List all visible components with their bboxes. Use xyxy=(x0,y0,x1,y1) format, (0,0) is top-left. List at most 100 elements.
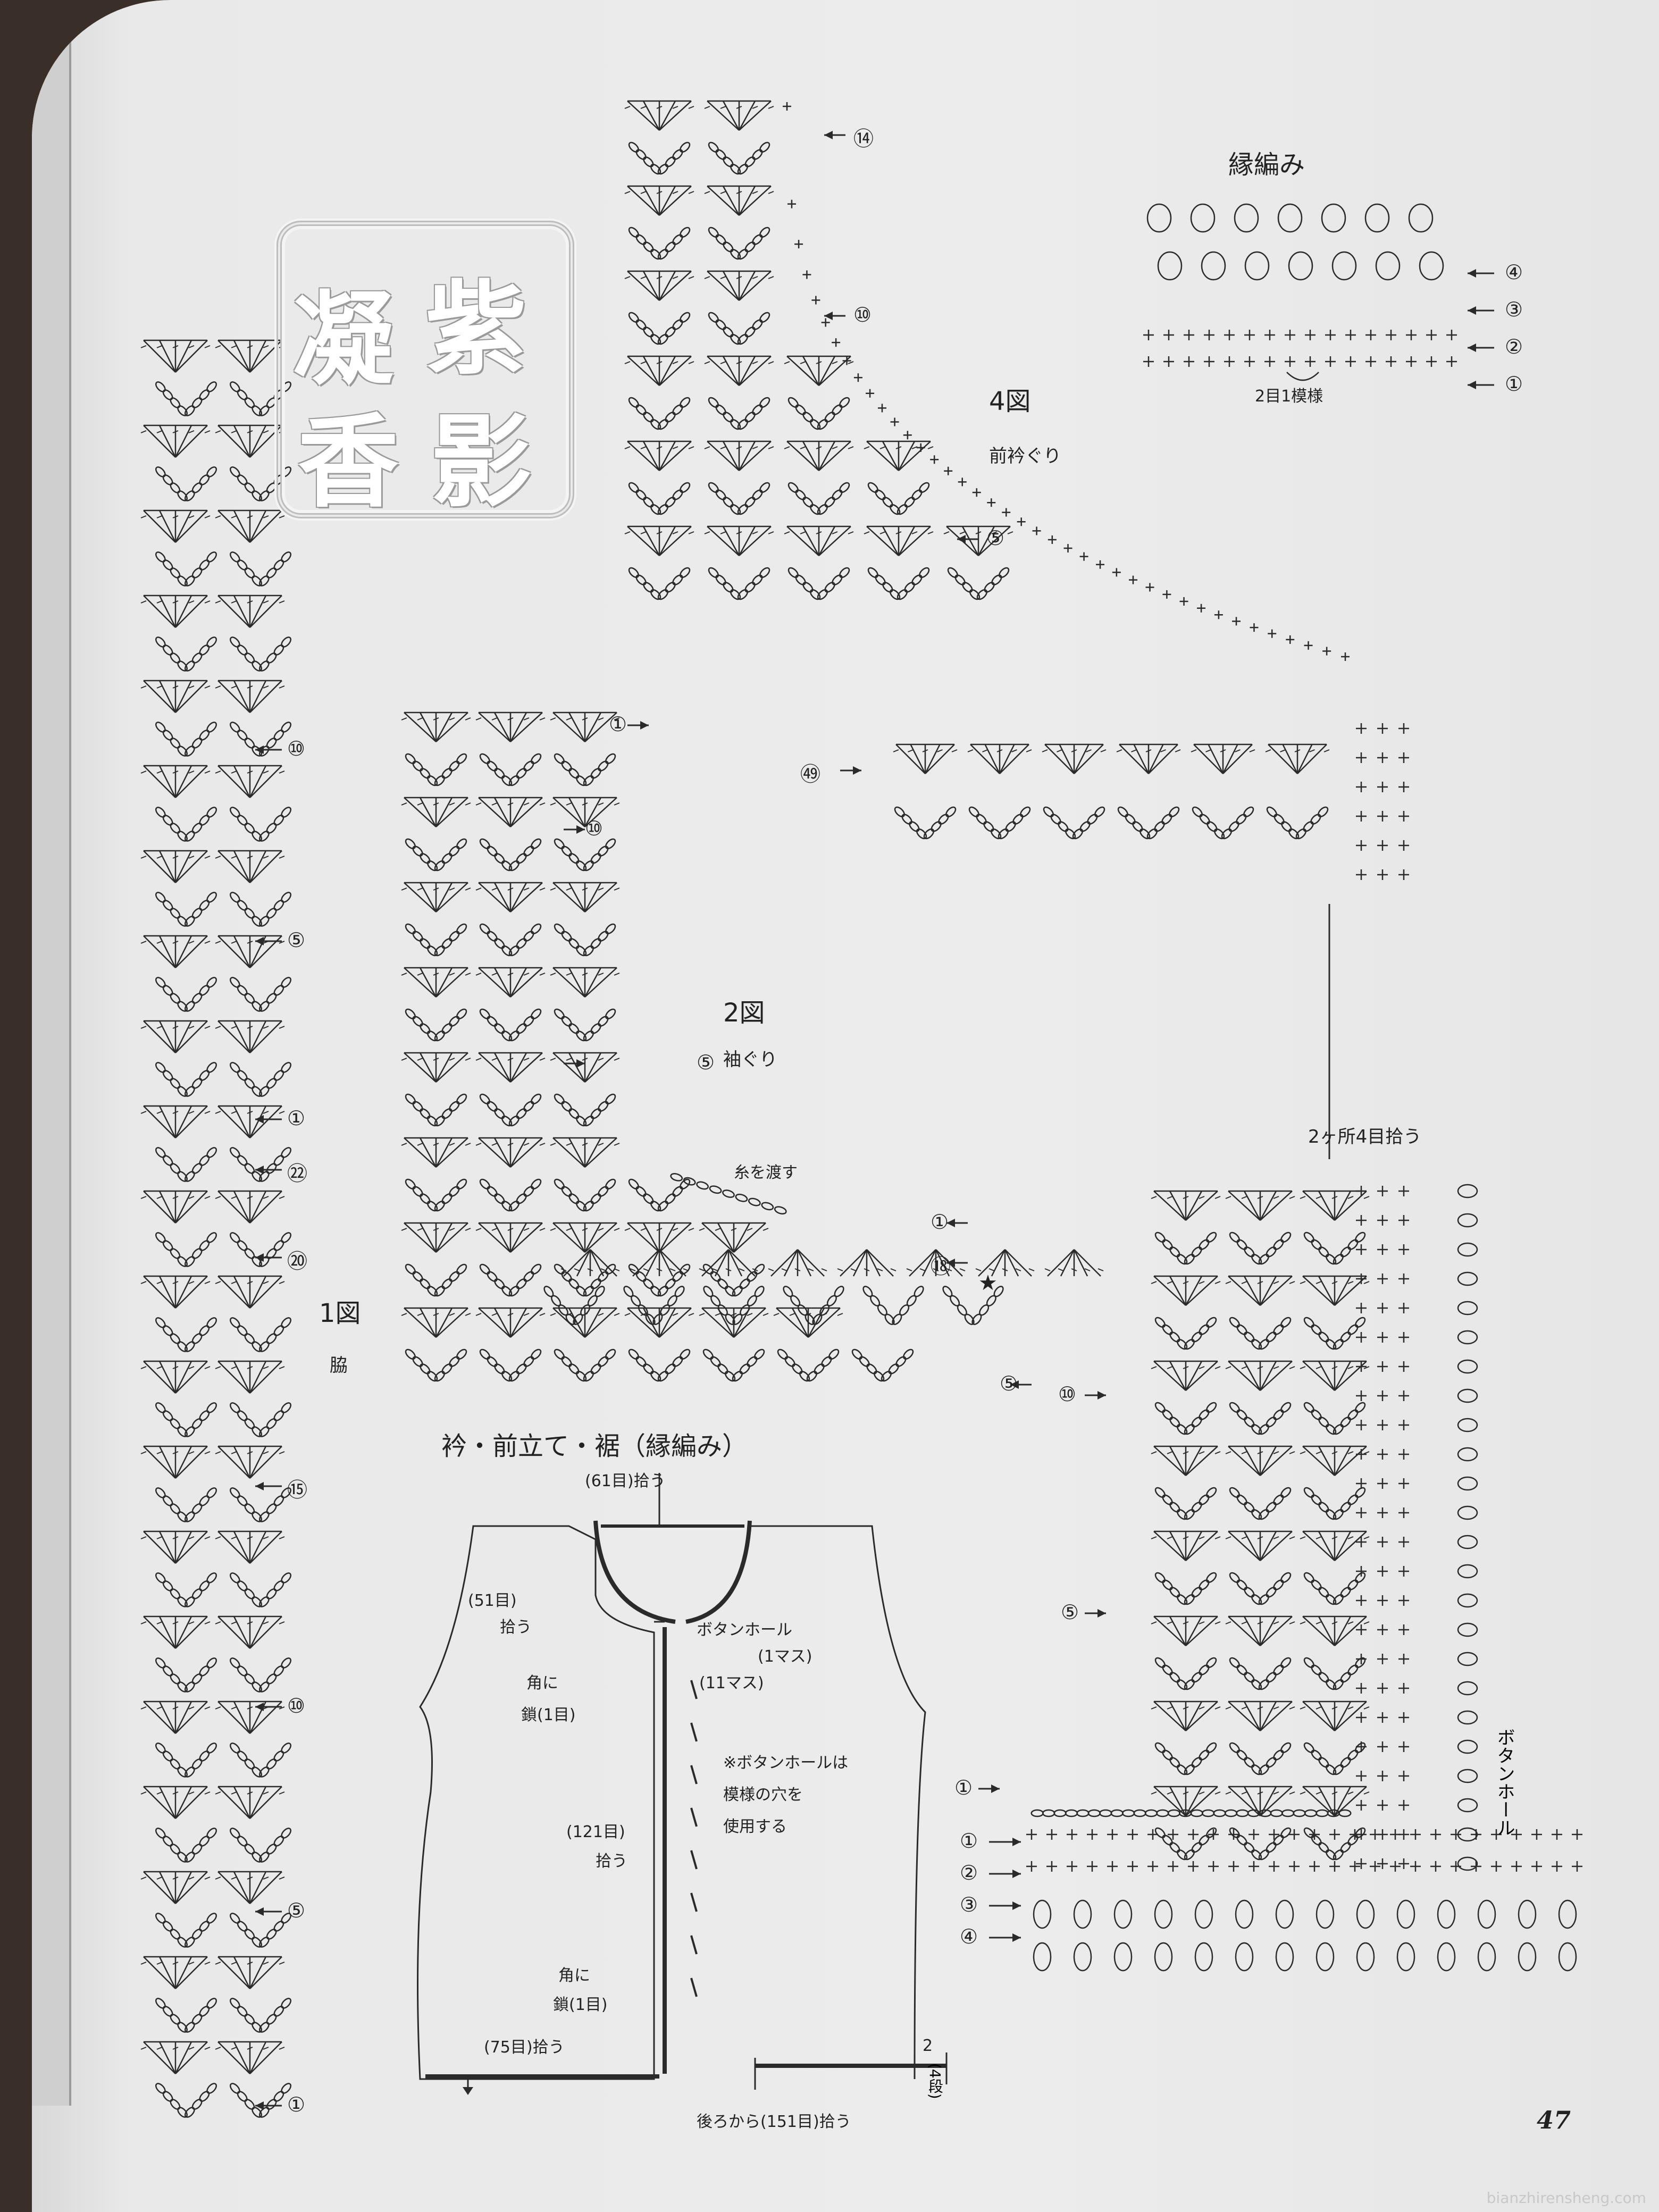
chain-stitch xyxy=(191,652,203,664)
chain-stitch xyxy=(923,828,934,840)
site-watermark: bianzhirensheng.com xyxy=(1486,2189,1646,2207)
dc-stitch xyxy=(645,1249,660,1277)
chain-stitch xyxy=(1099,1809,1112,1817)
chain-stitch xyxy=(993,1286,1004,1297)
dc-stitch xyxy=(217,1871,250,1904)
chain-stitch xyxy=(754,1263,765,1275)
chain-stitch xyxy=(184,1851,195,1863)
chain-stitch xyxy=(237,1155,248,1166)
chain-stitch xyxy=(722,1189,735,1198)
dc-bar xyxy=(263,1111,269,1114)
dc-stitch xyxy=(143,510,176,543)
chain-stitch xyxy=(237,1070,248,1081)
dc-bar xyxy=(699,1268,705,1271)
chain-stitch xyxy=(199,815,210,826)
dc-bar xyxy=(215,770,221,774)
dc-bar xyxy=(156,1876,163,1880)
chain-stitch xyxy=(1206,1317,1217,1328)
arrow-head xyxy=(255,1703,264,1711)
dc-bar xyxy=(1214,1366,1221,1369)
dc-bar xyxy=(1151,1451,1157,1454)
dc-stitch xyxy=(658,271,676,301)
dc-stitch xyxy=(249,2041,267,2074)
front-panel-outline xyxy=(417,1525,655,2080)
dc-bar xyxy=(1214,1451,1221,1454)
dc-bar xyxy=(1151,1281,1157,1284)
dc-bar xyxy=(417,973,423,976)
dc-stitch xyxy=(249,1871,282,1904)
chain-stitch xyxy=(635,574,647,585)
chain-stitch xyxy=(814,1363,825,1375)
dc-stitch xyxy=(739,441,772,471)
dc-bar xyxy=(574,1268,580,1271)
chain-stitch xyxy=(710,1356,721,1367)
chain-stitch xyxy=(494,1363,505,1375)
chain-stitch xyxy=(1020,806,1031,817)
dc-stitch xyxy=(1228,1701,1261,1731)
dc-bar xyxy=(231,770,237,774)
dc-bar xyxy=(172,1196,179,1199)
dc-bar xyxy=(624,361,631,364)
chain-stitch xyxy=(441,1193,453,1204)
dc-stitch xyxy=(510,1308,543,1338)
dc-stitch xyxy=(249,1446,267,1479)
dc-bar xyxy=(465,1058,471,1061)
dc-bar xyxy=(263,685,269,689)
dc-bar xyxy=(895,446,902,449)
chain-stitch xyxy=(244,2099,255,2110)
chain-stitch xyxy=(508,860,520,872)
dc-bar xyxy=(582,717,588,720)
dc-stitch xyxy=(568,967,586,998)
chain-stitch xyxy=(281,2083,292,2094)
dc-bar xyxy=(140,1366,147,1369)
chain-stitch xyxy=(744,156,756,167)
chain-stitch xyxy=(1229,1487,1240,1498)
dc-stitch xyxy=(249,850,282,883)
dc-bar xyxy=(943,531,950,534)
chain-stitch xyxy=(191,567,203,579)
dc-stitch xyxy=(1228,1531,1261,1561)
chain-stitch xyxy=(1355,1657,1366,1668)
dc-bar xyxy=(1057,749,1062,752)
dc-bar xyxy=(247,1196,253,1199)
chain-stitch xyxy=(568,768,580,779)
chain-stitch xyxy=(191,1418,203,1429)
chain-stitch xyxy=(672,574,683,585)
dc-bar xyxy=(566,1228,572,1231)
dc-bar xyxy=(172,1451,179,1454)
dc-bar xyxy=(640,531,647,534)
chain-stitch xyxy=(244,908,255,919)
chain-stitch xyxy=(1273,1834,1284,1846)
chain-stitch xyxy=(199,1325,210,1336)
dc-stitch xyxy=(509,882,527,912)
dc-bar xyxy=(507,717,514,720)
chain-stitch xyxy=(244,397,255,408)
chain-stitch xyxy=(258,1426,270,1437)
chain-stitch xyxy=(1340,1672,1351,1683)
arrow-head xyxy=(255,1907,264,1916)
dc-bar xyxy=(1151,1791,1157,1795)
arrow-head xyxy=(576,1059,585,1068)
dc-stitch xyxy=(174,1956,192,1989)
dc-stitch xyxy=(1185,1616,1203,1646)
chain-stitch xyxy=(273,815,284,826)
dc-stitch xyxy=(404,1308,437,1338)
chain-stitch xyxy=(229,551,240,563)
chain-stitch xyxy=(258,405,270,416)
dc-stitch xyxy=(1153,1276,1186,1306)
dc-bar xyxy=(263,600,269,604)
chain-stitch xyxy=(1273,1494,1284,1505)
dc-stitch xyxy=(509,967,527,998)
buttonhole-mark xyxy=(690,1765,698,1784)
dc-stitch xyxy=(727,1249,743,1277)
dc-bar xyxy=(1183,1196,1189,1199)
dc-stitch xyxy=(158,850,177,883)
chain-stitch xyxy=(1333,1849,1344,1861)
dc-bar xyxy=(1151,1196,1157,1199)
chain-stitch xyxy=(605,1348,616,1360)
dc-bar xyxy=(1235,749,1241,752)
chain-stitch xyxy=(1303,1657,1314,1668)
dc-stitch xyxy=(658,100,676,131)
chain-stitch xyxy=(1311,1494,1322,1505)
dc-bar xyxy=(1300,1451,1306,1454)
